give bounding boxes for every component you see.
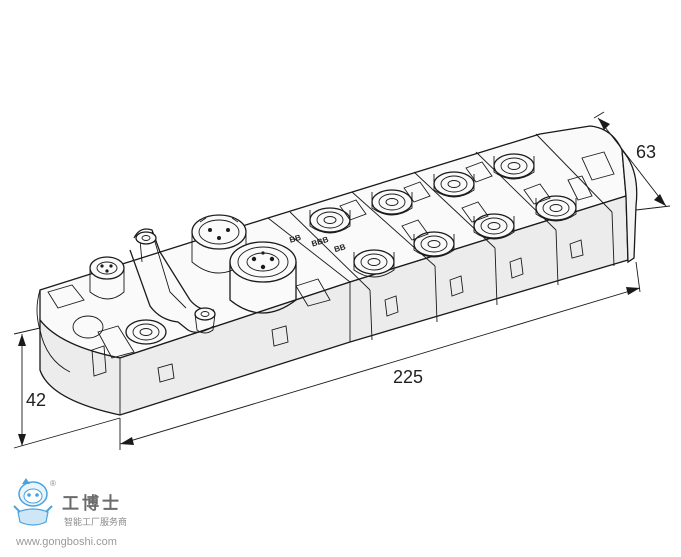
watermark-tagline: 智能工厂服务商 — [64, 516, 127, 528]
housing-left-rounded-edge — [36, 289, 71, 373]
port-connector-left — [125, 319, 167, 345]
dimension-width: 63 — [593, 111, 671, 211]
led-label-1: BB — [288, 233, 302, 245]
robot-mascot-icon — [13, 478, 53, 526]
cable-bracket — [129, 228, 216, 334]
led-indicators: BB BBB BB — [288, 233, 347, 254]
dimension-length: 225 — [119, 261, 641, 450]
io-port-8 — [535, 195, 577, 222]
height-dimension-label: 42 — [26, 390, 46, 410]
io-port-3 — [371, 189, 413, 216]
module-housing — [36, 125, 638, 416]
width-dimension-label: 63 — [636, 142, 656, 162]
registered-mark: ® — [50, 479, 56, 488]
bus-connector-front — [229, 241, 297, 314]
power-connector-small — [89, 256, 125, 300]
mounting-hole-left — [72, 315, 104, 339]
length-dimension-label: 225 — [393, 367, 423, 387]
io-port-6 — [473, 213, 515, 240]
watermark-url: www.gongboshi.com — [15, 536, 117, 548]
io-port-5 — [433, 171, 475, 198]
io-ports — [309, 153, 577, 278]
led-label-3: BB — [333, 242, 347, 254]
bus-connector-back — [191, 214, 247, 274]
housing-right-end — [621, 148, 638, 264]
dimension-height: 42 — [13, 327, 121, 449]
io-port-2 — [353, 249, 395, 278]
watermark-logo: ® 工博士 智能工厂服务商 www.gongboshi.com — [13, 478, 127, 548]
io-port-4 — [413, 231, 455, 258]
io-port-7 — [493, 153, 535, 180]
watermark-brand: 工博士 — [62, 493, 122, 514]
